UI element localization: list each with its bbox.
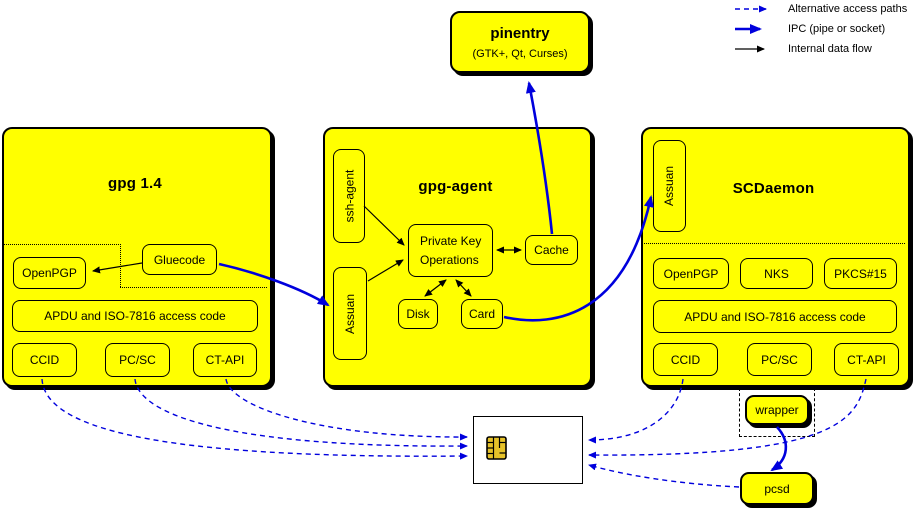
pko-label-line1: Private Key	[420, 233, 482, 248]
gpg14-pcsc-node: PC/SC	[105, 343, 170, 377]
gpg14-gluecode-label: Gluecode	[153, 252, 206, 267]
scdaemon-assuan-node: Assuan	[653, 140, 686, 232]
gpg14-openpgp-label: OpenPGP	[22, 266, 77, 280]
legend-ipc-label: IPC (pipe or socket)	[788, 23, 886, 35]
gpg14-apdu-node: APDU and ISO-7816 access code	[12, 300, 258, 332]
disk-label: Disk	[406, 307, 430, 321]
scdaemon-pcsc-label: PC/SC	[761, 352, 798, 367]
scdaemon-openpgp-label: OpenPGP	[663, 266, 719, 281]
gpg14-openpgp-node: OpenPGP	[13, 257, 86, 289]
scdaemon-apdu-label: APDU and ISO-7816 access code	[684, 309, 866, 324]
gpg-agent-ssh-agent-node: ssh-agent	[333, 149, 365, 243]
gpg14-pcsc-to-card-path	[134, 378, 468, 450]
scdaemon-openpgp-node: OpenPGP	[653, 258, 729, 289]
gpg14-dotted-separator-vert	[120, 244, 121, 287]
pinentry-box: pinentry (GTK+, Qt, Curses)	[450, 11, 590, 73]
gpg-agent-assuan-label: Assuan	[343, 293, 357, 334]
scdaemon-pkcs15-node: PKCS#15	[824, 258, 897, 289]
pcsd-label: pcsd	[764, 481, 790, 496]
scdaemon-dotted-separator	[642, 243, 905, 244]
gpg14-pcsc-label: PC/SC	[119, 353, 156, 367]
pcsd-to-card-path	[588, 463, 740, 488]
pinentry-title: pinentry	[490, 25, 550, 42]
scdaemon-ctapi-node: CT-API	[834, 343, 899, 376]
gpg14-apdu-label: APDU and ISO-7816 access code	[44, 309, 226, 323]
gpg14-ctapi-label: CT-API	[205, 353, 245, 367]
pko-label-line2: Operations	[420, 252, 479, 267]
scdaemon-nks-node: NKS	[740, 258, 813, 289]
scdaemon-ccid-label: CCID	[670, 352, 701, 367]
scdaemon-apdu-node: APDU and ISO-7816 access code	[653, 300, 897, 333]
scdaemon-ccid-to-card-path	[588, 378, 684, 444]
gpg-agent-ssh-agent-label: ssh-agent	[342, 169, 357, 223]
scdaemon-ctapi-to-card-path	[588, 378, 867, 459]
wrapper-label: wrapper	[755, 403, 799, 417]
gpg-agent-disk-node: Disk	[398, 299, 438, 329]
scdaemon-pkcs15-label: PKCS#15	[834, 266, 887, 281]
gpg14-ccid-label: CCID	[29, 353, 60, 367]
gpg14-dotted-separator-top	[3, 244, 121, 245]
smartcard-chip-icon	[486, 436, 507, 460]
gpg14-ctapi-node: CT-API	[193, 343, 257, 377]
gpg-agent-title: gpg-agent	[418, 178, 493, 195]
gpg14-ctapi-to-card-path	[225, 378, 468, 441]
gpg-agent-private-key-operations-node: Private Key Operations	[408, 224, 493, 277]
legend-alternative-access-label: Alternative access paths	[788, 3, 908, 15]
scdaemon-pcsc-node: PC/SC	[747, 343, 812, 376]
scdaemon-nks-label: NKS	[764, 266, 789, 281]
scdaemon-assuan-label: Assuan	[662, 165, 677, 207]
cache-label: Cache	[534, 243, 569, 257]
smartcard	[473, 416, 583, 484]
wrapper-node: wrapper	[745, 395, 809, 425]
scdaemon-ctapi-label: CT-API	[847, 352, 886, 367]
gpg14-dotted-separator-bottom	[120, 287, 267, 288]
pinentry-subtitle: (GTK+, Qt, Curses)	[472, 48, 568, 60]
gpg14-ccid-to-card-path	[41, 378, 468, 460]
legend-internal-flow-label: Internal data flow	[788, 43, 872, 55]
gpg14-title: gpg 1.4	[108, 175, 162, 192]
scdaemon-ccid-node: CCID	[653, 343, 718, 376]
gpg14-gluecode-node: Gluecode	[142, 244, 217, 275]
scdaemon-title: SCDaemon	[732, 180, 815, 197]
gpg-agent-card-node: Card	[461, 299, 503, 329]
gpg-agent-assuan-node: Assuan	[333, 267, 367, 360]
gpg-agent-cache-node: Cache	[525, 235, 578, 265]
pcsd-node: pcsd	[740, 472, 814, 505]
card-label: Card	[468, 307, 495, 321]
gpg14-ccid-node: CCID	[12, 343, 77, 377]
